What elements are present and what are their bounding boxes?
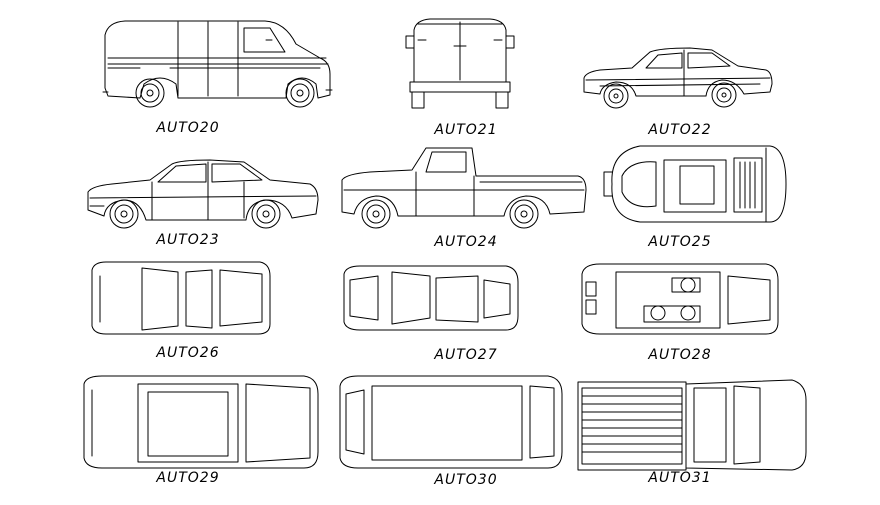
car-top-view-b[interactable]: [344, 266, 518, 330]
block-label-auto30: AUTO30: [434, 472, 498, 488]
pickup-side-view[interactable]: [342, 148, 586, 228]
car-top-view-a[interactable]: [92, 262, 270, 334]
van-side-view[interactable]: [103, 21, 332, 107]
block-label-auto22: AUTO22: [648, 122, 712, 138]
block-label-auto26: AUTO26: [156, 345, 220, 361]
sedan-side-view[interactable]: [88, 160, 318, 228]
convertible-top-view[interactable]: [582, 264, 778, 334]
block-label-auto21: AUTO21: [434, 122, 498, 138]
pickup-top-view[interactable]: [578, 380, 806, 470]
sports-car-top-view[interactable]: [604, 146, 786, 222]
block-label-auto27: AUTO27: [434, 347, 498, 363]
car-top-view-c[interactable]: [84, 376, 318, 468]
block-label-auto31: AUTO31: [648, 470, 712, 486]
limousine-top-view[interactable]: [340, 376, 562, 468]
block-label-auto23: AUTO23: [156, 232, 220, 248]
block-label-auto25: AUTO25: [648, 234, 712, 250]
block-label-auto20: AUTO20: [156, 120, 220, 136]
block-label-auto29: AUTO29: [156, 470, 220, 486]
small-sedan-side-view[interactable]: [584, 48, 772, 108]
block-label-auto28: AUTO28: [648, 347, 712, 363]
block-label-auto24: AUTO24: [434, 234, 498, 250]
van-rear-view[interactable]: [406, 19, 514, 108]
